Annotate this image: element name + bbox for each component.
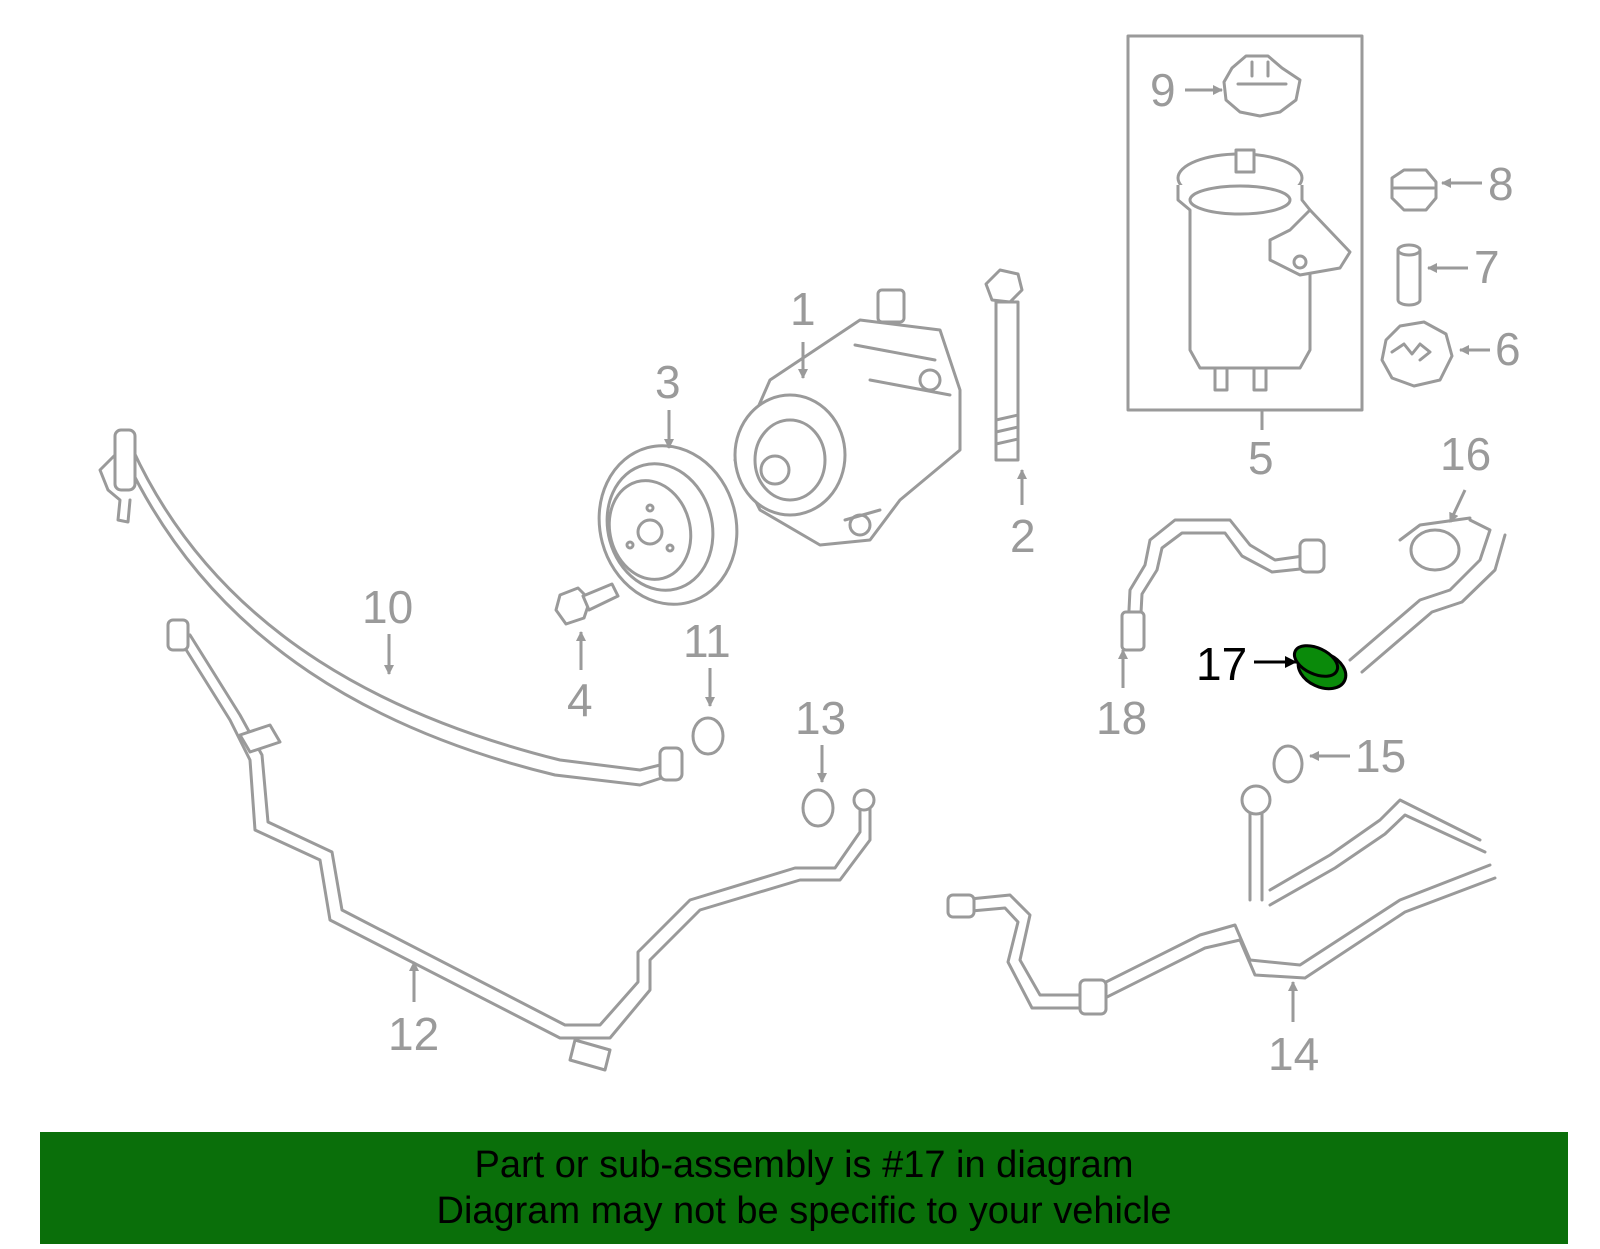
callout-9[interactable]: 9 [1150,64,1176,116]
compressor-part-1[interactable] [733,288,962,547]
callout-5[interactable]: 5 [1248,432,1274,484]
callout-8[interactable]: 8 [1488,158,1514,210]
callout-14[interactable]: 14 [1268,1028,1319,1080]
callout-12[interactable]: 12 [388,1008,439,1060]
callout-11[interactable]: 11 [683,615,731,667]
callout-13[interactable]: 13 [795,692,846,744]
hose-part-16[interactable] [1348,516,1507,674]
o-ring-part-11[interactable] [691,716,725,756]
hex-cap-part-8[interactable] [1390,168,1438,212]
info-banner: Part or sub-assembly is #17 in diagram D… [40,1132,1568,1244]
line-part-14[interactable] [946,784,1497,1016]
cap-part-9[interactable] [1222,54,1302,118]
callout-7[interactable]: 7 [1474,241,1500,293]
leader-lines [384,85,1490,1022]
banner-line-2: Diagram may not be specific to your vehi… [436,1190,1172,1232]
o-ring-part-13[interactable] [801,788,835,828]
pulley-part-3[interactable] [582,430,755,620]
callout-16[interactable]: 16 [1440,428,1491,480]
cap-part-6[interactable] [1380,320,1454,388]
callout-18[interactable]: 18 [1096,692,1147,744]
bolt-part-2[interactable] [984,268,1024,462]
callout-15[interactable]: 15 [1355,730,1406,782]
callout-numbers: 1 2 3 4 5 6 7 8 9 10 11 12 13 14 15 16 1… [362,64,1521,1080]
callout-4[interactable]: 4 [567,674,593,726]
hose-part-10[interactable] [98,428,684,787]
leader-16 [1448,489,1467,523]
sleeve-part-7[interactable] [1396,243,1422,307]
bolt-part-4[interactable] [554,582,620,626]
callout-6[interactable]: 6 [1495,323,1521,375]
callout-10[interactable]: 10 [362,581,413,633]
hose-part-18[interactable] [1120,518,1326,652]
clamp-part-17-highlighted[interactable] [1290,639,1352,695]
reservoir-part-5[interactable] [1126,34,1364,412]
callout-2[interactable]: 2 [1010,510,1036,562]
line-part-12[interactable] [166,618,876,1072]
callout-17-highlighted[interactable]: 17 [1196,638,1247,690]
o-ring-part-15[interactable] [1272,744,1304,784]
callout-1[interactable]: 1 [790,283,816,335]
callout-3[interactable]: 3 [655,356,681,408]
banner-line-1: Part or sub-assembly is #17 in diagram [474,1144,1134,1186]
